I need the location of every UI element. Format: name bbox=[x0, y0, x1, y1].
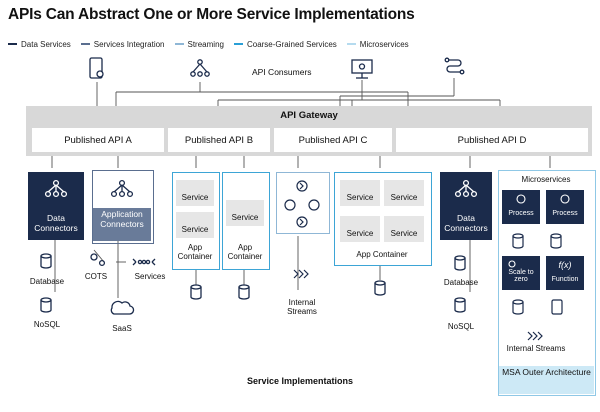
api-consumers-label: API Consumers bbox=[252, 67, 312, 77]
scale-to-zero-block: Scale to zero bbox=[502, 256, 540, 290]
internal-streams-label: Internal Streams bbox=[506, 344, 566, 353]
process-block: Process bbox=[502, 190, 540, 224]
hub-icon bbox=[454, 179, 478, 198]
published-api-c[interactable]: Published API C bbox=[274, 128, 392, 152]
published-api-d[interactable]: Published API D bbox=[396, 128, 588, 152]
data-connectors-label: Data Connectors bbox=[444, 213, 488, 233]
microservices-label: Microservices bbox=[521, 175, 571, 184]
diagram-title: APIs Can Abstract One or More Service Im… bbox=[8, 6, 415, 23]
process-block: Process bbox=[546, 190, 584, 224]
app-container-label: App Container bbox=[177, 243, 213, 262]
services-label: Services bbox=[134, 272, 166, 281]
app-connectors-label: Application Connectors bbox=[93, 208, 151, 241]
legend-item-streaming: Streaming bbox=[174, 38, 224, 50]
legend-item-microservices: Microservices bbox=[346, 38, 409, 50]
data-connectors-label: Data Connectors bbox=[34, 213, 78, 233]
hub-icon bbox=[44, 179, 68, 198]
saas-label: SaaS bbox=[112, 324, 132, 333]
legend-item-data-services: Data Services bbox=[8, 38, 71, 50]
app-container-label: App Container bbox=[356, 250, 408, 259]
service-block: Service bbox=[176, 212, 214, 238]
service-block: Service bbox=[384, 216, 424, 242]
nosql-label: NoSQL bbox=[447, 322, 475, 331]
database-label: Database bbox=[29, 277, 65, 286]
legend: Data Services Services Integration Strea… bbox=[8, 38, 409, 50]
nosql-label: NoSQL bbox=[33, 320, 61, 329]
cots-label: COTS bbox=[84, 272, 108, 281]
app-container-label: App Container bbox=[227, 243, 263, 262]
msa-outer-architecture: MSA Outer Architecture bbox=[499, 366, 594, 394]
service-block: Service bbox=[176, 180, 214, 206]
service-block: Service bbox=[226, 200, 264, 226]
fx-icon: f(x) bbox=[558, 260, 572, 270]
data-connectors-box: Data Connectors bbox=[28, 172, 84, 240]
published-api-b[interactable]: Published API B bbox=[168, 128, 270, 152]
diagram-caption: Service Implementations bbox=[246, 376, 354, 386]
api-gateway-label: API Gateway bbox=[280, 110, 338, 121]
function-block: f(x) Function bbox=[546, 256, 584, 290]
service-block: Service bbox=[340, 180, 380, 206]
internal-streams-label: Internal Streams bbox=[287, 298, 317, 317]
legend-item-services-integration: Services Integration bbox=[80, 38, 165, 50]
database-label: Database bbox=[443, 278, 479, 287]
legend-item-coarse-grained: Coarse-Grained Services bbox=[233, 38, 337, 50]
service-block: Service bbox=[384, 180, 424, 206]
app-connectors-frame bbox=[92, 170, 154, 244]
service-block: Service bbox=[340, 216, 380, 242]
data-connectors-box: Data Connectors bbox=[440, 172, 492, 240]
published-api-a[interactable]: Published API A bbox=[32, 128, 164, 152]
